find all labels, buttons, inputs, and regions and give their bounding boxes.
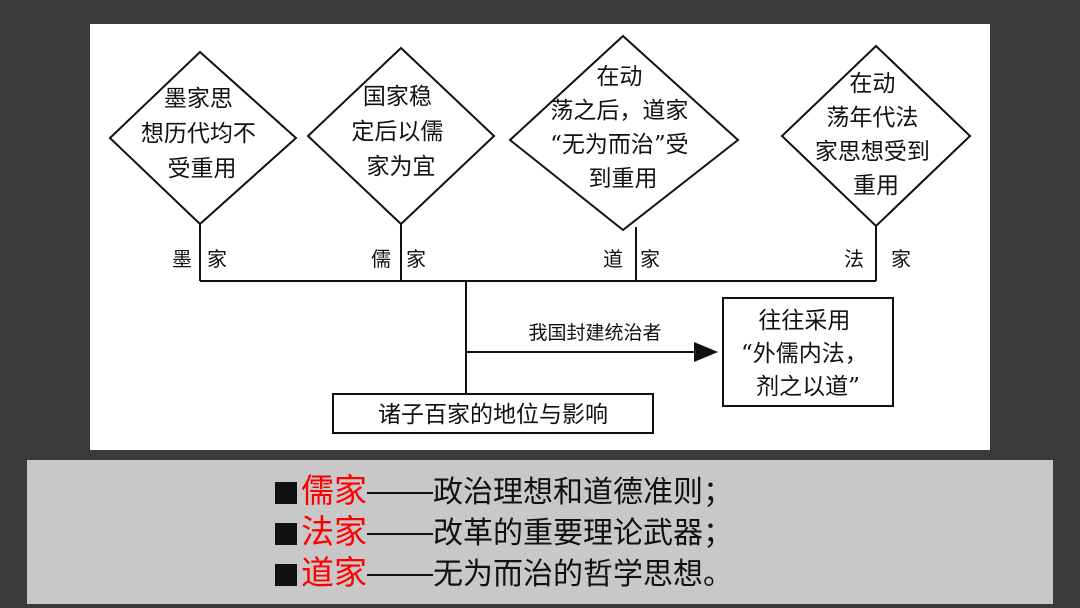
diamond-daojia — [508, 34, 740, 232]
root-box-title: 诸子百家的地位与影响 — [378, 402, 608, 428]
school-label-fa: 法 — [844, 247, 864, 271]
square-bullet-icon — [275, 523, 297, 545]
legend-desc: 改革的重要理论武器； — [433, 516, 733, 551]
school-label-fa-jia: 家 — [891, 247, 911, 271]
legend-desc: 无为而治的哲学思想。 — [433, 557, 733, 592]
school-label-ru-jia: 家 — [406, 247, 426, 271]
legend-desc: 政治理想和道德准则； — [433, 475, 733, 510]
school-label-dao-jia: 家 — [640, 247, 660, 271]
root-box — [332, 393, 654, 434]
legend-panel: 儒家 政治理想和道德准则； 法家 改革的重要理论武器； 道家 无为而治的哲学思想。 — [27, 460, 1053, 604]
diamond-daojia-text: 在动 荡之后，道家 “无为而治”受 到重用 — [550, 64, 696, 192]
school-label-mo-jia: 家 — [207, 247, 227, 271]
legend-line-fajia: 法家 改革的重要理论武器； — [275, 511, 733, 553]
dash-separator — [367, 533, 433, 535]
square-bullet-icon — [275, 482, 297, 504]
square-bullet-icon — [275, 564, 297, 586]
dash-separator — [367, 492, 433, 494]
legend-line-daojia: 道家 无为而治的哲学思想。 — [275, 552, 733, 594]
legend-school: 法家 — [301, 512, 367, 551]
diamond-rujia-text: 国家稳 定后以儒 家为宜 — [351, 84, 450, 180]
influence-diagram: 墨家思 想历代均不 受重用 国家稳 定后以儒 家为宜 在动 荡之后，道家 “无为… — [108, 34, 972, 434]
legend-school: 儒家 — [301, 471, 367, 510]
diagram-panel: 墨家思 想历代均不 受重用 国家稳 定后以儒 家为宜 在动 荡之后，道家 “无为… — [90, 24, 990, 450]
legend-school: 道家 — [301, 553, 367, 592]
result-box-text: 往往采用 “外儒内法， 剂之以道” — [741, 308, 875, 400]
arrow-label: 我国封建统治者 — [528, 322, 661, 344]
result-box — [722, 297, 894, 407]
diamond-mojia-text: 墨家思 想历代均不 受重用 — [141, 86, 263, 182]
dash-separator — [367, 574, 433, 576]
school-label-ru: 儒 — [371, 247, 391, 271]
legend-line-rujia: 儒家 政治理想和道德准则； — [275, 470, 733, 512]
diamond-fajia-text: 在动 荡年代法 家思想受到 重用 — [815, 71, 937, 199]
school-label-dao: 道 — [603, 247, 623, 271]
school-label-mo: 墨 — [172, 247, 192, 271]
